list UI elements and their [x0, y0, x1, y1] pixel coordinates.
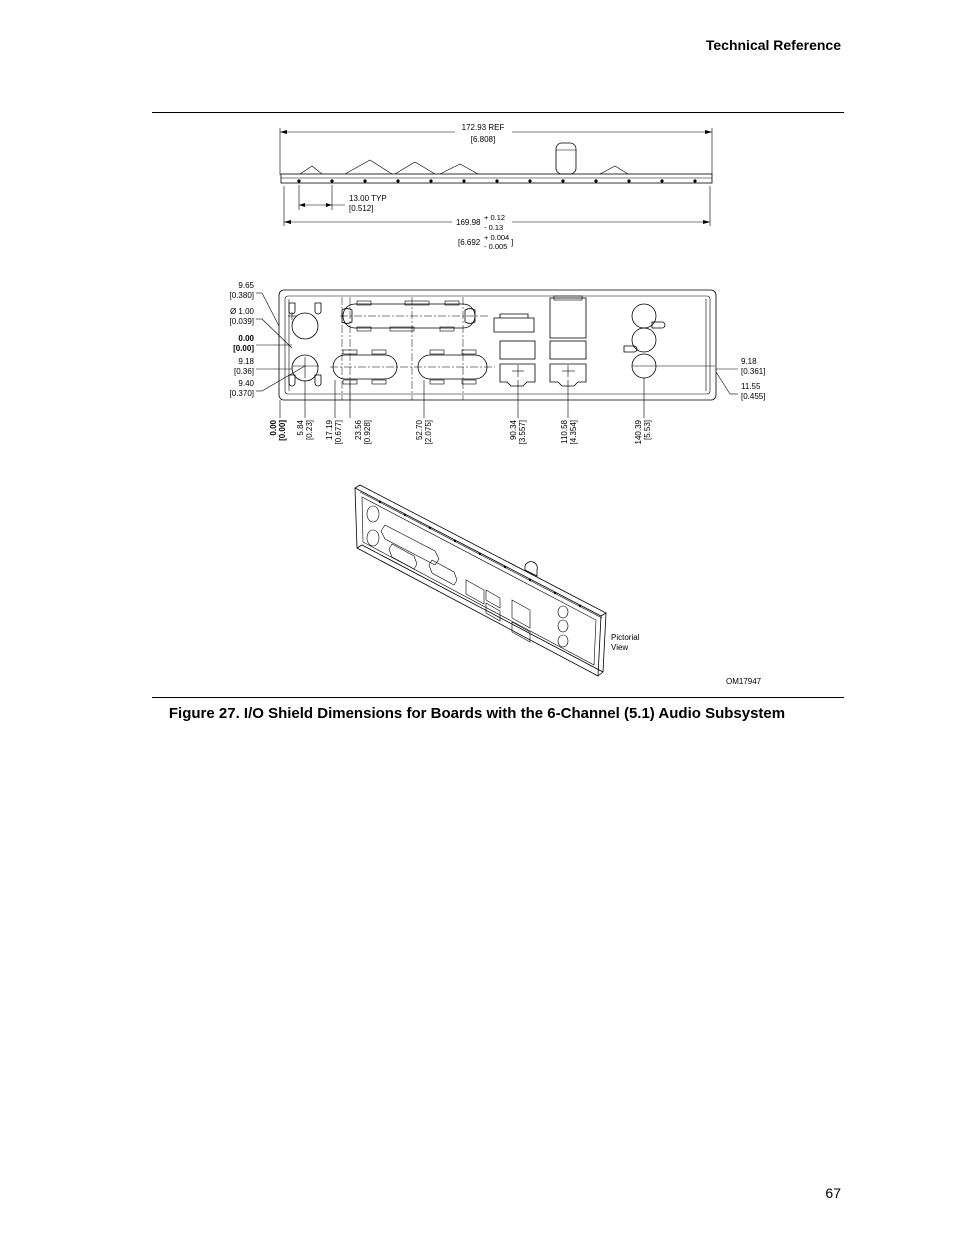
- width-in-close: ]: [511, 238, 513, 247]
- bottom-dim-4-in: [2.075]: [424, 420, 433, 444]
- overall-ref-dim: 172.93 REF: [462, 123, 505, 132]
- running-header: Technical Reference: [705, 37, 841, 53]
- figure-caption: Figure 27. I/O Shield Dimensions for Boa…: [168, 705, 786, 722]
- overall-ref-dim-in: [6.808]: [471, 135, 495, 144]
- width-tol-minus: - 0.13: [484, 223, 503, 232]
- bottom-dim-3-in: [0.928]: [363, 420, 372, 444]
- bottom-dim-5: 90.34: [509, 419, 518, 440]
- bottom-dim-6: 110.58: [560, 419, 569, 443]
- right-dim-0-in: [0.361]: [741, 367, 765, 376]
- bottom-dim-7: 140.39: [634, 419, 643, 444]
- width-dim-in: [6.692: [458, 238, 481, 247]
- width-dim: 169.98: [456, 218, 481, 227]
- bottom-dim-2: 17.19: [325, 419, 334, 440]
- top-rule: [152, 112, 844, 113]
- pitch-dim: 13.00 TYP: [349, 194, 387, 203]
- left-dim-0-in: [0.380]: [230, 291, 254, 300]
- bottom-dim-6-in: [4.354]: [569, 420, 578, 444]
- bottom-dim-5-in: [3.557]: [518, 420, 527, 444]
- top-view: 172.93 REF [6.808] 13.00 TYP [0.512]: [279, 123, 713, 251]
- bottom-dim-0-in: [0.00]: [278, 420, 287, 441]
- bottom-dim-1: 5.84: [296, 419, 305, 435]
- pictorial-label-view: View: [611, 643, 628, 652]
- left-dim-2-in: [0.00]: [233, 344, 254, 353]
- bottom-dim-0: 0.00: [269, 419, 278, 435]
- width-in-tol-minus: - 0.005: [484, 242, 507, 251]
- pitch-dim-in: [0.512]: [349, 204, 373, 213]
- left-dim-3-in: [0.36]: [234, 367, 254, 376]
- bottom-dim-2-in: [0.677]: [334, 420, 343, 444]
- bottom-dim-7-in: [5.53]: [643, 420, 652, 440]
- right-dim-1-in: [0.455]: [741, 392, 765, 401]
- page-number: 67: [825, 1185, 841, 1201]
- front-view: 9.65 [0.380] Ø 1.00 [0.039] 0.00 [0.00] …: [230, 281, 766, 444]
- left-dim-3: 9.18: [238, 357, 254, 366]
- left-dim-1: Ø 1.00: [230, 307, 255, 316]
- bottom-dim-4: 52.70: [415, 419, 424, 440]
- bottom-rule: [152, 697, 844, 698]
- pictorial-view: Pictorial View OM17947: [354, 484, 762, 686]
- left-dim-1-in: [0.039]: [230, 317, 254, 326]
- width-tol-plus: + 0.12: [484, 213, 505, 222]
- bottom-dim-1-in: [0.23]: [305, 420, 314, 440]
- drawing-id: OM17947: [726, 677, 762, 686]
- width-in-tol-plus: + 0.004: [484, 233, 509, 242]
- right-dim-1: 11.55: [741, 382, 761, 391]
- right-dim-0: 9.18: [741, 357, 757, 366]
- bottom-dim-3: 23.56: [354, 419, 363, 440]
- left-dim-4-in: [0.370]: [230, 389, 254, 398]
- left-dim-2: 0.00: [238, 334, 254, 343]
- left-dim-4: 9.40: [238, 379, 254, 388]
- pictorial-label: Pictorial: [611, 633, 640, 642]
- left-dim-0: 9.65: [238, 281, 254, 290]
